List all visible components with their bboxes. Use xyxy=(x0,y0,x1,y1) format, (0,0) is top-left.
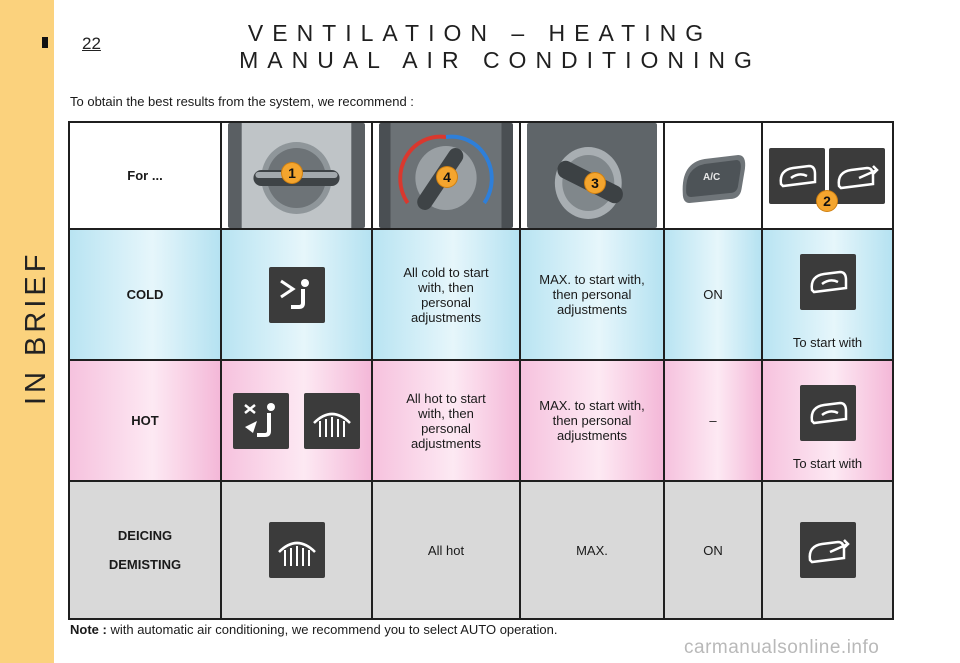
distribution-cell xyxy=(220,359,373,482)
control-ac-cell: A/C xyxy=(663,121,763,230)
recirc-caption: To start with xyxy=(792,335,863,350)
table-header-row: For ... 1 xyxy=(68,121,894,230)
ac-cell: – xyxy=(663,359,763,482)
fresh-air-icon xyxy=(829,148,885,204)
distribution-cell xyxy=(220,480,373,620)
row-label-cell: HOT xyxy=(68,359,222,482)
section-title: IN BRIEF xyxy=(20,250,52,406)
page-number: 22 xyxy=(82,34,101,53)
control-distribution-cell: 1 xyxy=(220,121,373,230)
ac-cell: ON xyxy=(663,228,763,361)
table-row-hot: HOT All hot to start with, then personal… xyxy=(68,359,894,482)
badge-4: 4 xyxy=(437,167,457,187)
page-title-line1: VENTILATION – HEATING xyxy=(247,20,713,46)
temperature-cell: All hot xyxy=(371,480,521,620)
temperature-cell: All cold to start with, then personal ad… xyxy=(371,228,521,361)
fresh-air-icon xyxy=(799,522,856,578)
ac-text: – xyxy=(709,413,717,428)
recirc-cell xyxy=(761,480,894,620)
feet-vents-icon xyxy=(232,392,289,449)
recirculation-icon xyxy=(769,148,825,204)
distribution-cell xyxy=(220,228,373,361)
row-label-cold: COLD xyxy=(126,287,164,302)
head-label-cell: For ... xyxy=(68,121,222,230)
fan-cell: MAX. to start with, then personal adjust… xyxy=(519,228,665,361)
badge-3: 3 xyxy=(585,173,605,193)
intro-text: To obtain the best results from the syst… xyxy=(70,94,414,109)
temperature-text: All hot to start with, then personal adj… xyxy=(406,390,486,451)
ac-cell: ON xyxy=(663,480,763,620)
temperature-text: All hot xyxy=(427,542,465,558)
row-label-cell: DEICING DEMISTING xyxy=(68,480,222,620)
badge-1: 1 xyxy=(282,163,302,183)
row-label-hot: HOT xyxy=(131,413,159,428)
note-label: Note : xyxy=(70,622,107,637)
side-strip xyxy=(0,0,54,663)
temperature-cell: All hot to start with, then personal adj… xyxy=(371,359,521,482)
windscreen-demist-icon xyxy=(304,392,361,449)
page-marker xyxy=(42,37,48,48)
head-label: For ... xyxy=(127,168,163,183)
ac-text: ON xyxy=(703,287,723,302)
recirc-cell: To start with xyxy=(761,359,894,482)
recommendation-table: For ... 1 xyxy=(68,121,894,620)
control-fan-cell: 3 xyxy=(519,121,665,230)
note-text: with automatic air conditioning, we reco… xyxy=(110,622,558,637)
table-row-deicing: DEICING DEMISTING All hot MAX. ON xyxy=(68,480,894,620)
note: Note : with automatic air conditioning, … xyxy=(70,622,558,637)
ac-text: ON xyxy=(703,542,723,558)
temperature-text: All cold to start with, then personal ad… xyxy=(403,264,489,325)
control-temperature-cell: 4 xyxy=(371,121,521,230)
fan-cell: MAX. to start with, then personal adjust… xyxy=(519,359,665,482)
table-row-cold: COLD All cold to start with, then person… xyxy=(68,228,894,361)
row-label-demisting: DEMISTING xyxy=(108,557,182,572)
recirculation-icon xyxy=(799,385,856,441)
fan-text: MAX. to start with, then personal adjust… xyxy=(539,272,645,317)
watermark: carmanualsonline.info xyxy=(684,637,880,658)
ac-button-label: A/C xyxy=(703,172,721,183)
ac-button-photo xyxy=(671,123,755,228)
control-recirc-cell: 2 xyxy=(761,121,894,230)
windscreen-demist-icon xyxy=(268,522,325,578)
fan-cell: MAX. xyxy=(519,480,665,620)
recirc-cell: To start with xyxy=(761,228,894,361)
page-title-line2: MANUAL AIR CONDITIONING xyxy=(239,47,761,73)
row-label-deicing: DEICING xyxy=(117,528,173,543)
fan-text: MAX. xyxy=(576,542,608,558)
badge-2: 2 xyxy=(817,191,837,211)
fan-text: MAX. to start with, then personal adjust… xyxy=(539,398,645,443)
recirculation-icon xyxy=(799,254,856,310)
row-label-cell: COLD xyxy=(68,228,222,361)
recirc-caption: To start with xyxy=(792,456,863,471)
face-vents-icon xyxy=(268,266,325,323)
